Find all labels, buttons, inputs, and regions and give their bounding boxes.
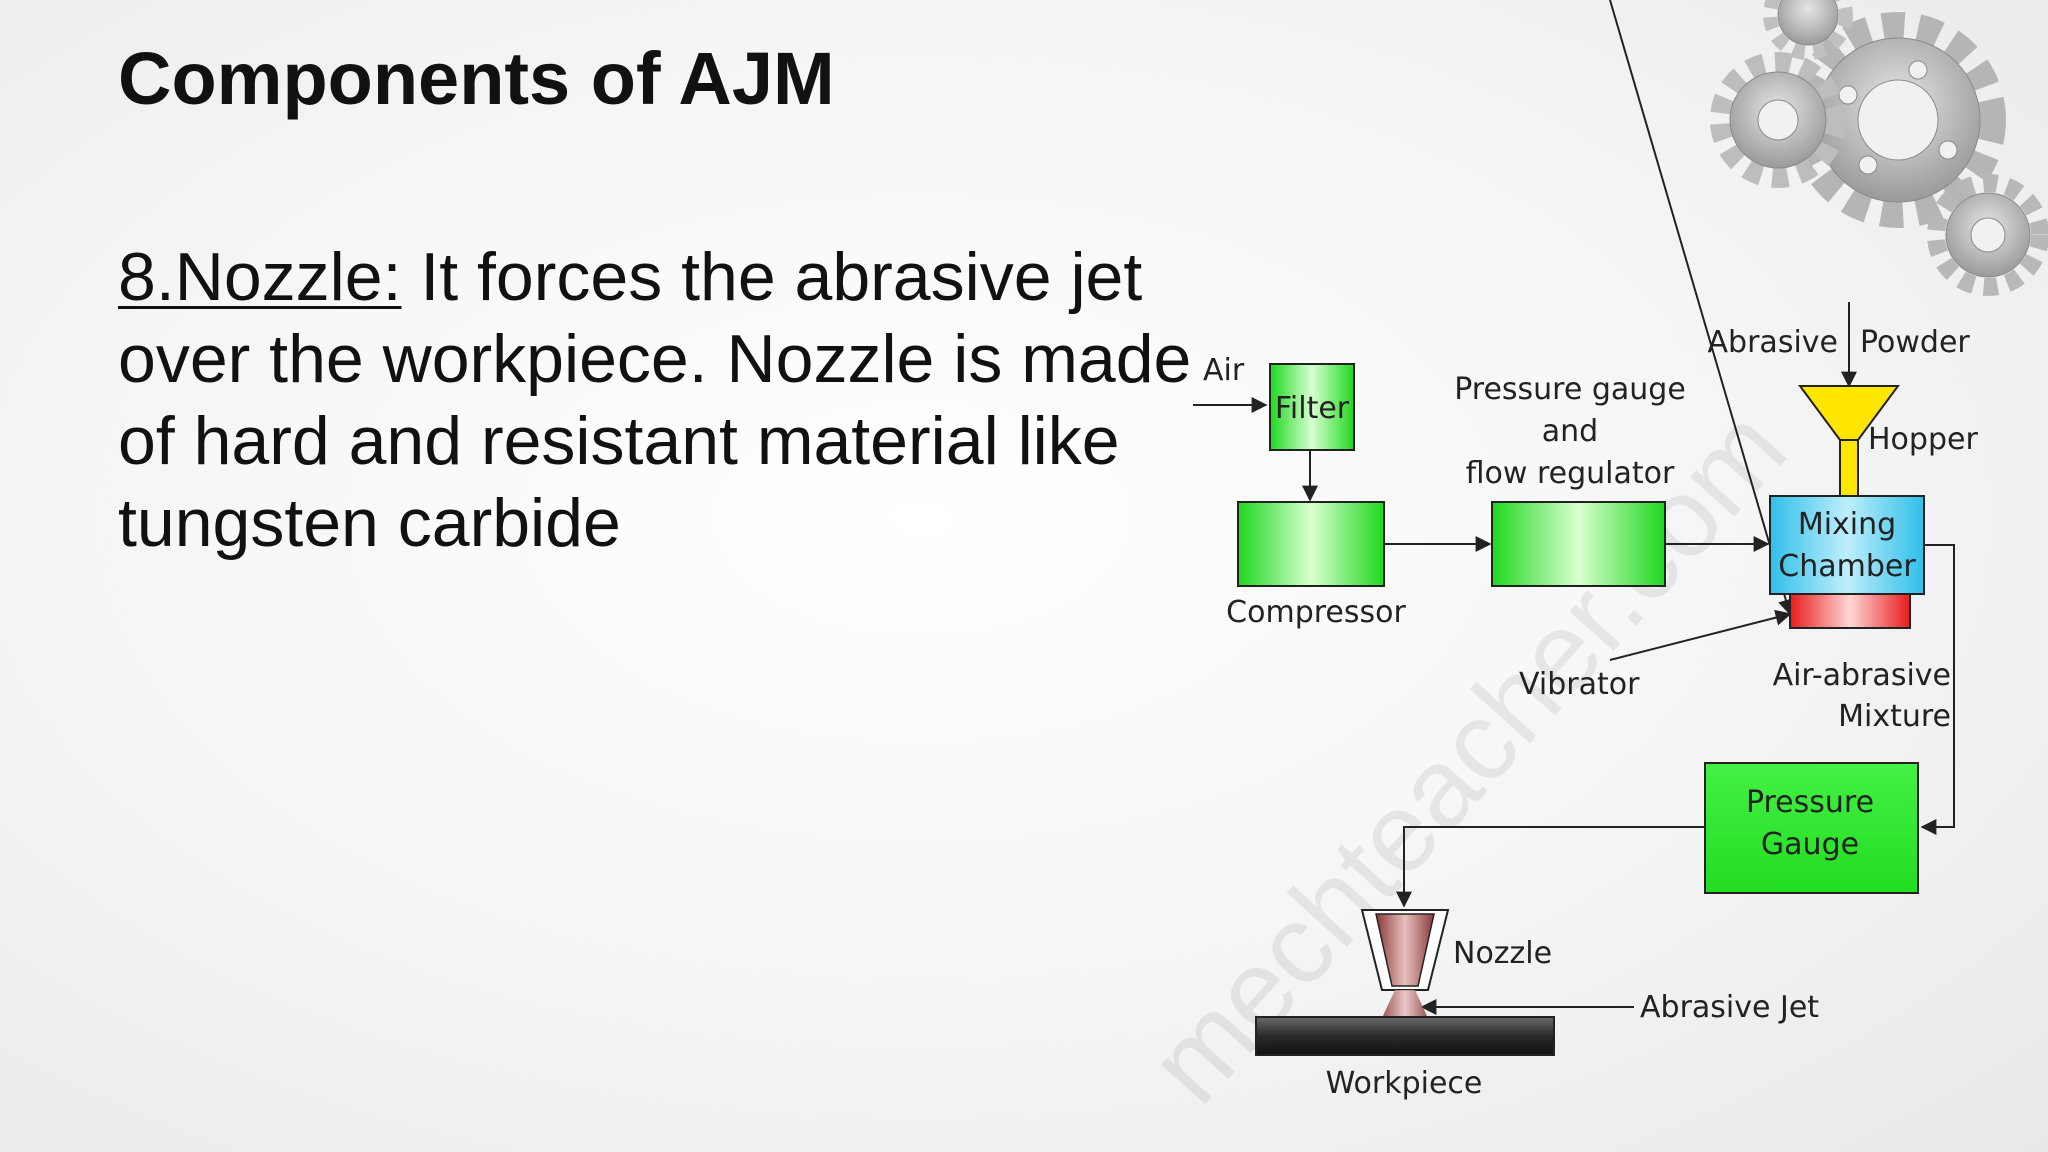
workpiece-label: Workpiece [1326, 1066, 1483, 1101]
vibrator-box [1789, 593, 1911, 629]
mixing-chamber-label-line2: Chamber [1778, 549, 1916, 584]
term-description: It forces the abrasive jet over the work… [118, 239, 1192, 561]
mixing-chamber-label-line1: Mixing [1798, 507, 1896, 542]
regulator-label-line2: and [1542, 414, 1598, 449]
gear-icon [1710, 52, 1846, 188]
nozzle-label: Nozzle [1453, 936, 1552, 971]
filter-label: Filter [1275, 391, 1350, 426]
slide-title: Components of AJM [118, 37, 835, 120]
gear-icon [1763, 0, 1853, 60]
vibrator-pointer [1609, 0, 1794, 616]
mixing-chamber-box [1769, 495, 1925, 595]
abrasive-label: Abrasive [1708, 325, 1838, 360]
pressure-gauge-box [1704, 762, 1919, 894]
powder-label: Powder [1860, 325, 1970, 360]
mixture-line [1920, 544, 1955, 835]
pressure-gauge-label-line1: Pressure [1746, 785, 1874, 820]
hopper-label: Hopper [1868, 422, 1978, 457]
gears-decoration [1710, 0, 2048, 296]
mixture-label-line2: Mixture [1838, 699, 1951, 734]
pressure-gauge-label-line2: Gauge [1761, 827, 1859, 862]
filter-box [1269, 363, 1355, 451]
regulator-label-line1: Pressure gauge [1454, 372, 1686, 407]
mixture-label-line1: Air-abrasive [1773, 658, 1951, 693]
abrasive-jet-label: Abrasive Jet [1640, 990, 1819, 1025]
vibrator-label: Vibrator [1519, 667, 1640, 702]
nozzle [1360, 909, 1450, 1030]
gear-icon [1927, 174, 2048, 296]
workpiece-block [1255, 1016, 1555, 1056]
hopper [1798, 385, 1900, 497]
regulator-label-line3: flow regulator [1466, 456, 1675, 491]
gear-icon [1790, 12, 2006, 228]
regulator-box [1491, 501, 1666, 587]
flow-lines [1193, 0, 1955, 1015]
gauge-to-nozzle-line [1396, 826, 1705, 908]
slide-body: 8.Nozzle: It forces the abrasive jet ove… [118, 236, 1198, 564]
vibrator-pointer-line [1609, 609, 1792, 661]
compressor-label: Compressor [1226, 595, 1406, 630]
compressor-box [1237, 501, 1385, 587]
term-label: 8.Nozzle: [118, 239, 402, 315]
air-label: Air [1203, 353, 1245, 388]
